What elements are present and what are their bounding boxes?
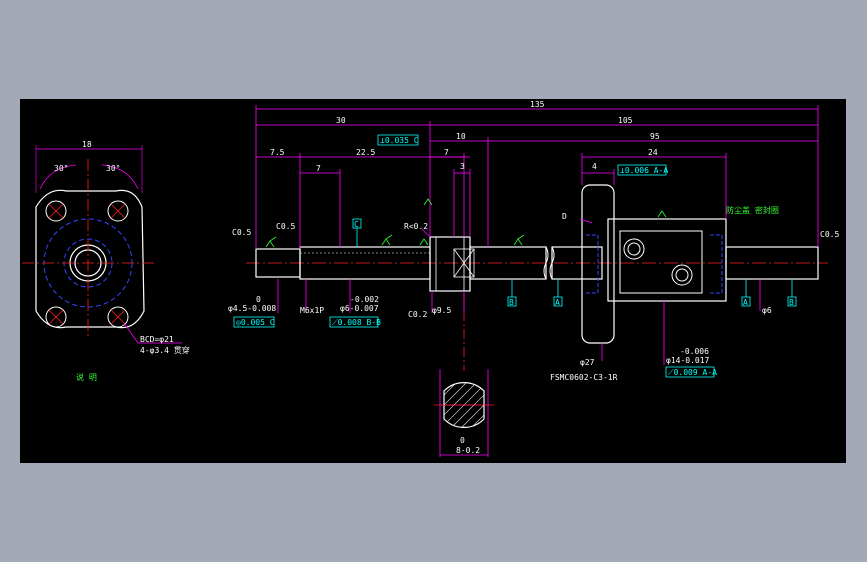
fcf-runout-b: ⟋0.008 B-B bbox=[332, 318, 381, 327]
shaft-main-view: 135 30 105 10 95 7.5 22.5 7 7 3 24 4 C0.… bbox=[228, 100, 839, 457]
radius-label: R<0.2 bbox=[404, 222, 428, 231]
fcf-perpendicular: ⊥0.035 C bbox=[380, 136, 419, 145]
tol2-main: φ6-0.007 bbox=[340, 304, 379, 313]
chamfer-step: C0.5 bbox=[276, 222, 295, 231]
dim-7-5: 7.5 bbox=[270, 148, 285, 157]
mounting-hole-crosses bbox=[48, 203, 126, 325]
dim-7a: 7 bbox=[316, 164, 321, 173]
thread-label: M6x1P bbox=[300, 306, 324, 315]
section-outline bbox=[443, 382, 485, 428]
tol3-main: φ14-0.017 bbox=[666, 356, 710, 365]
bcd-text: BCD=φ21 bbox=[140, 335, 174, 344]
dim-22-5: 22.5 bbox=[356, 148, 375, 157]
view-note-text: 说 明 bbox=[76, 372, 97, 382]
holes-leader bbox=[123, 322, 139, 344]
oil-hole-top-inner bbox=[627, 242, 641, 256]
tol2-top: -0.002 bbox=[350, 295, 379, 304]
datum-b2: B bbox=[789, 298, 794, 307]
section-tol-top: 0 bbox=[460, 436, 465, 445]
drawing-canvas: 18 30° 30° BCD=φ21 4-φ3.4 贯穿 说 明 bbox=[20, 99, 846, 463]
oil-hole-bottom bbox=[671, 264, 693, 286]
nut-flange bbox=[581, 184, 615, 344]
nut-window bbox=[619, 230, 703, 294]
datum-c: C bbox=[354, 220, 359, 229]
mount-hole-tl bbox=[45, 200, 67, 222]
dim-95: 95 bbox=[650, 132, 660, 141]
mounting-holes bbox=[45, 200, 129, 328]
datum-boxes bbox=[352, 218, 797, 307]
shaft-break-line bbox=[543, 246, 555, 280]
chamfer-left: C0.5 bbox=[232, 228, 251, 237]
dim-4: 4 bbox=[592, 162, 597, 171]
dim-10: 10 bbox=[456, 132, 466, 141]
datum-b1: B bbox=[509, 298, 514, 307]
dim-7b: 7 bbox=[444, 148, 449, 157]
flange-side-view: 18 30° 30° BCD=φ21 4-φ3.4 贯穿 说 明 bbox=[22, 140, 190, 382]
nut-model: FSMC0602-C3-1R bbox=[550, 373, 618, 382]
collar-diameter: φ9.5 bbox=[432, 306, 451, 315]
collar-detail bbox=[435, 237, 475, 291]
oil-hole-bottom-inner bbox=[675, 268, 689, 282]
seal-right-hidden bbox=[710, 234, 723, 294]
dim-30: 30 bbox=[336, 116, 346, 125]
dim-3: 3 bbox=[460, 162, 465, 171]
angle-left-text: 30° bbox=[54, 164, 68, 173]
angle-right-text: 30° bbox=[106, 164, 120, 173]
holes-text: 4-φ3.4 贯穿 bbox=[140, 345, 190, 355]
section-view bbox=[434, 382, 494, 428]
seal-left-hidden bbox=[586, 234, 599, 294]
tol1-top: 0 bbox=[256, 295, 261, 304]
section-hatching bbox=[444, 382, 484, 428]
fcf-concentricity: ◎0.005 C bbox=[236, 318, 275, 327]
journal-diameter: φ6 bbox=[762, 306, 772, 315]
roughness-symbols bbox=[265, 198, 667, 248]
d-label: D bbox=[562, 212, 567, 221]
mount-hole-tr bbox=[107, 200, 129, 222]
nut-body bbox=[607, 218, 727, 302]
mount-hole-bl bbox=[45, 306, 67, 328]
dim-135: 135 bbox=[530, 100, 545, 109]
chamfer-right: C0.5 bbox=[820, 230, 839, 239]
tol1-main: φ4.5-0.008 bbox=[228, 304, 276, 313]
dim-105: 105 bbox=[618, 116, 633, 125]
flange-diameter: φ27 bbox=[580, 358, 595, 367]
fcf-group bbox=[233, 134, 715, 378]
seal-note: 防尘盖 密封圈 bbox=[726, 205, 779, 215]
datum-a2: A bbox=[743, 298, 748, 307]
tol3-top: -0.006 bbox=[680, 347, 709, 356]
width-dim-text: 18 bbox=[82, 140, 92, 149]
fcf-flatness: ⟂0.006 A-A bbox=[620, 166, 668, 175]
fcf-runout-a: ⟋0.009 A-A bbox=[668, 368, 717, 377]
dim-24: 24 bbox=[648, 148, 658, 157]
section-tol-main: 8-0.2 bbox=[456, 446, 480, 455]
angle-arc-left bbox=[39, 164, 77, 190]
mount-hole-br bbox=[107, 306, 129, 328]
dimension-lines bbox=[255, 105, 819, 457]
datum-a1: A bbox=[555, 298, 560, 307]
oil-hole-top bbox=[623, 238, 645, 260]
chamfer-collar: C0.2 bbox=[408, 310, 427, 319]
shaft-drawing: 18 30° 30° BCD=φ21 4-φ3.4 贯穿 说 明 bbox=[22, 100, 839, 457]
angle-arc-right bbox=[101, 164, 139, 190]
